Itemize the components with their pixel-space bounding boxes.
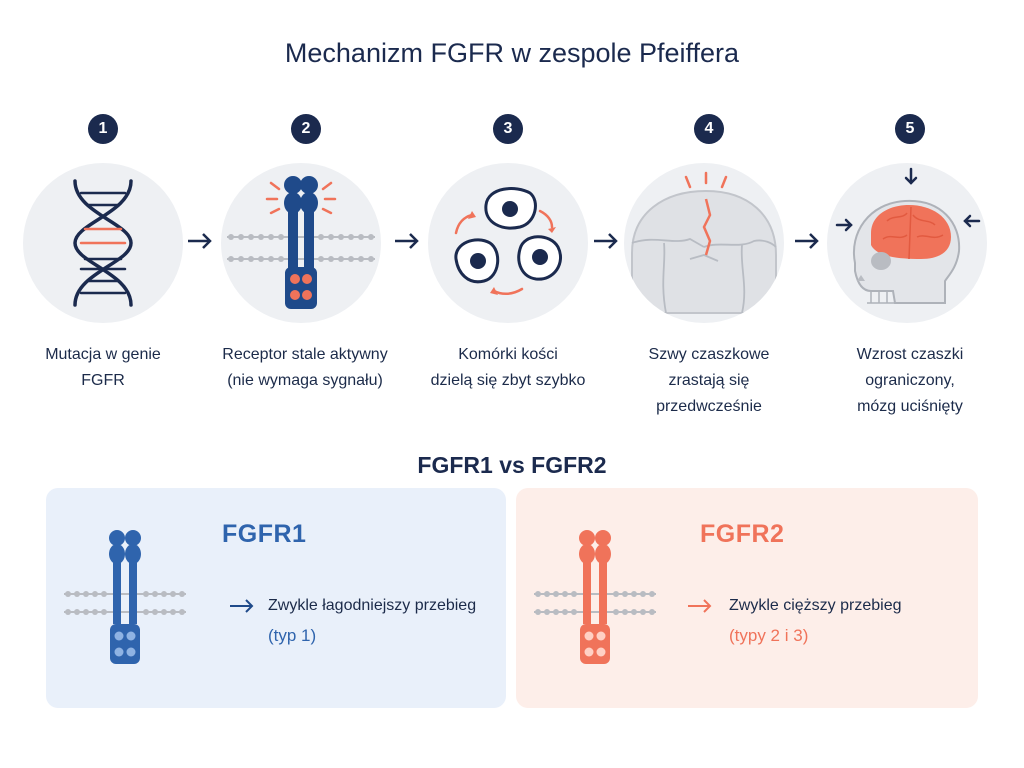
cells-icon: [454, 187, 562, 295]
caption-line: dzielą się zbyt szybko: [430, 372, 586, 389]
arrow-right-icon: [395, 233, 419, 249]
fgfr2-panel: [516, 488, 978, 708]
arrow-right-icon: [594, 233, 618, 249]
fgfr2-title: FGFR2: [700, 520, 785, 548]
step-5-illustration: [827, 163, 987, 323]
arrow-right-icon: [688, 599, 712, 613]
page-title: Mechanizm FGFR w zespole Pfeiffera: [284, 38, 740, 68]
caption-line: FGFR: [81, 372, 125, 389]
step-1-illustration: [23, 163, 183, 323]
fgfr1-title: FGFR1: [222, 520, 307, 548]
step-4-number: 4: [694, 114, 724, 144]
step-3-illustration: [428, 163, 588, 323]
caption-line: ograniczony,: [865, 372, 955, 389]
arrow-right-icon: [230, 599, 254, 613]
step-5-caption: Wzrost czaszki ograniczony, mózg uciśnię…: [810, 342, 1010, 420]
caption-line: Komórki kości: [458, 346, 558, 363]
caption-line: zrastają się: [668, 372, 750, 389]
step-2-illustration: [221, 163, 381, 323]
step-3-caption: Komórki kości dzielą się zbyt szybko: [408, 342, 608, 394]
step-2-caption: Receptor stale aktywny (nie wymaga sygna…: [205, 342, 405, 394]
caption-line: przedwcześnie: [656, 398, 762, 415]
step-2-number: 2: [291, 114, 321, 144]
caption-line: mózg uciśnięty: [857, 398, 963, 415]
caption-line: Szwy czaszkowe: [648, 346, 770, 363]
comparison-title: FGFR1 vs FGFR2: [417, 452, 607, 478]
caption-line: Wzrost czaszki: [856, 346, 964, 363]
step-1-caption: Mutacja w genie FGFR: [3, 342, 203, 394]
step-4-caption: Szwy czaszkowe zrastają się przedwcześni…: [609, 342, 809, 420]
fgfr1-description: Zwykle łagodniejszy przebieg: [268, 597, 477, 614]
arrow-right-icon: [188, 233, 212, 249]
step-3-number: 3: [493, 114, 523, 144]
skull-sutures-icon: [631, 171, 777, 314]
fgfr1-panel: [46, 488, 506, 708]
arrow-right-icon: [795, 233, 819, 249]
step-1-number: 1: [88, 114, 118, 144]
skull-brain-icon: [835, 167, 981, 304]
fgfr2-description: Zwykle cięższy przebieg: [729, 597, 902, 614]
step-4-illustration: [624, 163, 784, 323]
fgfr2-receptor-icon: [534, 530, 656, 664]
step-5-number: 5: [895, 114, 925, 144]
fgfr1-receptor-icon: [64, 530, 186, 664]
dna-icon: [73, 179, 133, 307]
receptor-icon: [227, 176, 375, 309]
caption-line: Receptor stale aktywny: [222, 346, 388, 363]
fgfr1-type: (typ 1): [268, 626, 317, 645]
fgfr2-type: (typy 2 i 3): [729, 626, 809, 645]
caption-line: (nie wymaga sygnału): [227, 372, 383, 389]
caption-line: Mutacja w genie: [45, 346, 161, 363]
